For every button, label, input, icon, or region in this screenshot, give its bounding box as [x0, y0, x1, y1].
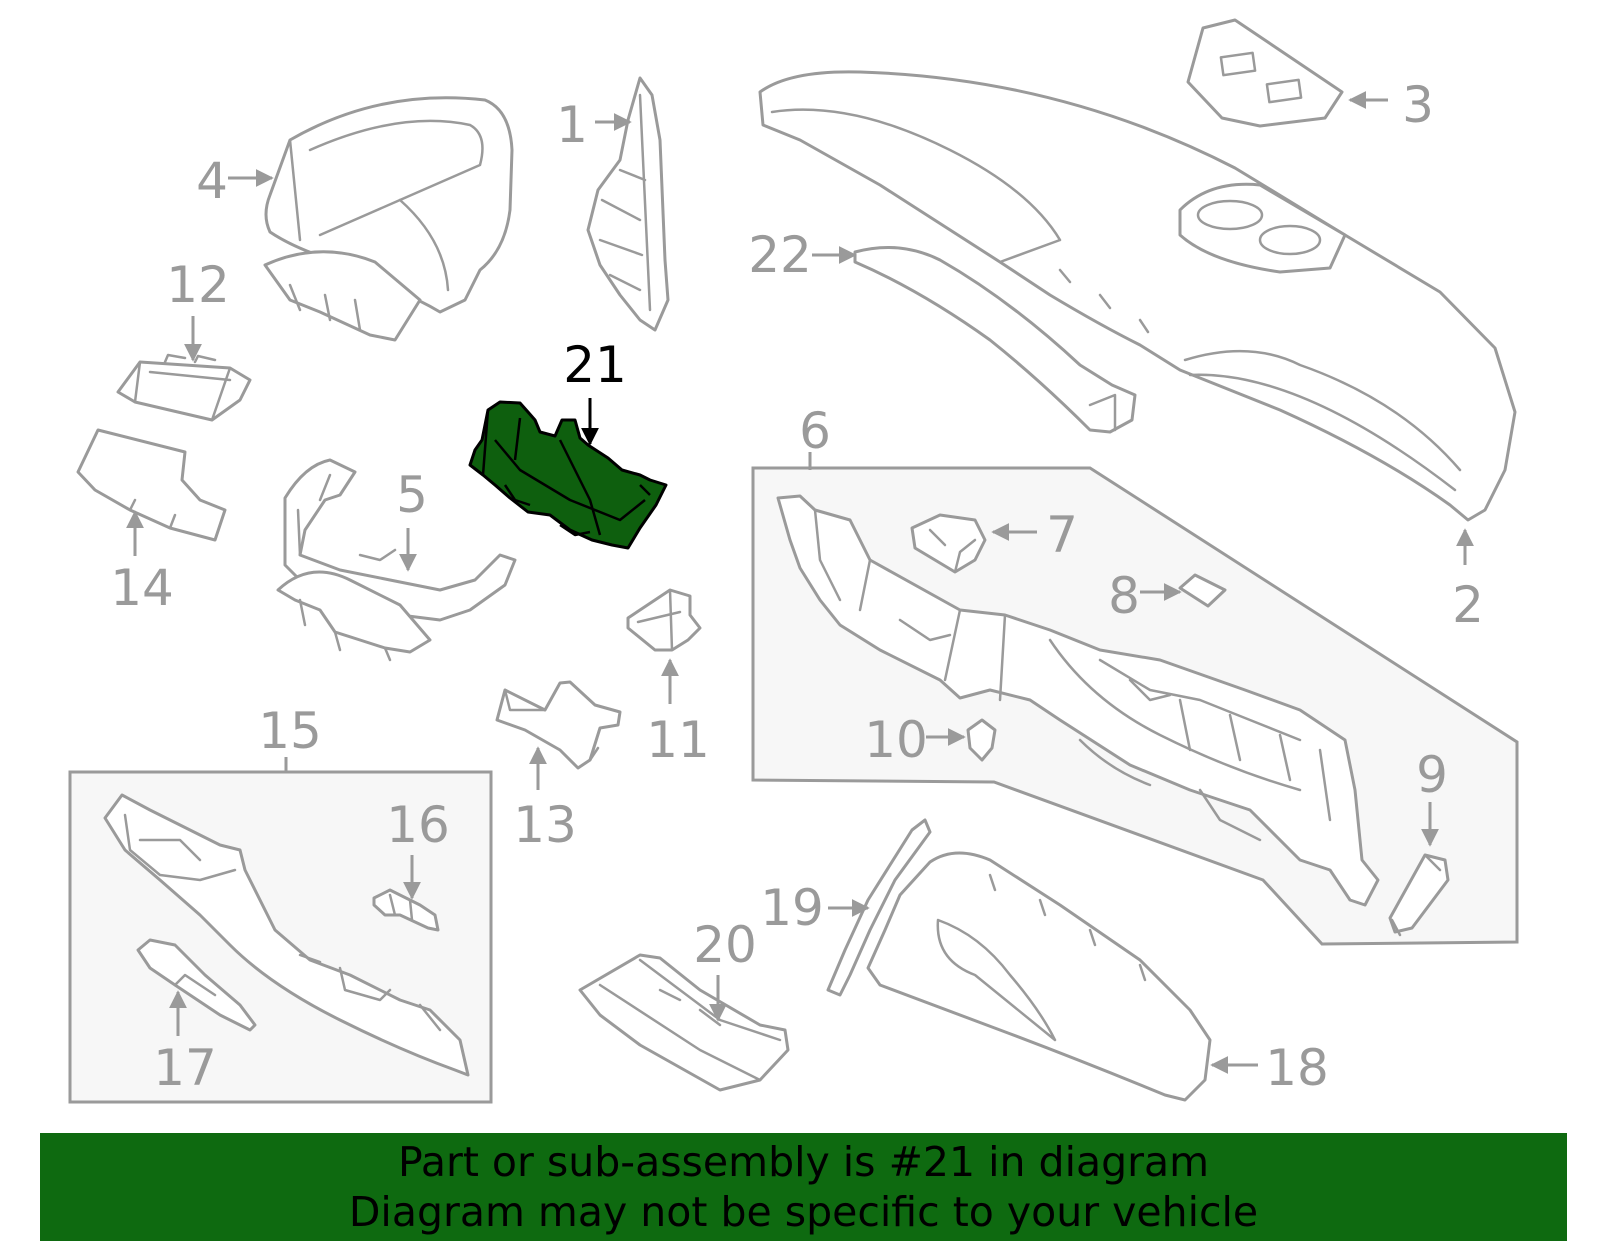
part-3-top-trim — [1186, 18, 1344, 128]
part-4-cluster-hood — [263, 96, 514, 342]
part-11-small-bracket — [626, 588, 702, 652]
part-5-support-bracket — [276, 458, 517, 662]
callout-13: 13 — [513, 796, 577, 854]
callout-9: 9 — [1416, 746, 1448, 804]
part-19-edge-strip — [826, 818, 932, 997]
part-10-clip — [966, 718, 997, 762]
part-13-lower-bracket — [495, 680, 622, 770]
callout-6: 6 — [799, 402, 831, 460]
callout-12: 12 — [166, 256, 230, 314]
part-1-side-bracket — [586, 76, 670, 332]
callout-3: 3 — [1402, 76, 1434, 134]
part-14-lower-cover — [76, 428, 227, 542]
callout-8: 8 — [1108, 567, 1140, 625]
callout-16: 16 — [386, 796, 450, 854]
callout-1: 1 — [556, 96, 588, 154]
callout-11: 11 — [646, 711, 710, 769]
callout-22: 22 — [748, 226, 812, 284]
callout-18: 18 — [1265, 1039, 1329, 1097]
callout-17: 17 — [153, 1039, 217, 1097]
part-8-clip — [1178, 573, 1227, 608]
part-7-clip — [910, 513, 987, 574]
info-banner: Part or sub-assembly is #21 in diagram D… — [40, 1133, 1567, 1241]
callout-2: 2 — [1452, 576, 1484, 634]
callout-5: 5 — [396, 466, 428, 524]
part-20-glovebox-tray — [578, 953, 790, 1092]
callout-14: 14 — [110, 559, 174, 617]
part-2-upper-dash — [758, 70, 1517, 522]
banner-line-2: Diagram may not be specific to your vehi… — [348, 1188, 1259, 1236]
part-18-glovebox-door — [866, 851, 1212, 1102]
callout-10: 10 — [864, 711, 928, 769]
banner-line-1: Part or sub-assembly is #21 in diagram — [397, 1138, 1210, 1186]
leader-lines — [126, 91, 1474, 1074]
callout-7: 7 — [1046, 506, 1078, 564]
part-22-trim-strip — [853, 246, 1137, 434]
callout-19: 19 — [760, 879, 824, 937]
callout-4: 4 — [196, 152, 228, 210]
part-17-handle-trim — [136, 938, 257, 1032]
part-21-highlighted-bracket — [468, 400, 668, 550]
part-15-glovebox-assembly — [103, 793, 470, 1077]
callout-20: 20 — [693, 916, 757, 974]
part-12-module — [116, 353, 252, 422]
callout-21: 21 — [563, 336, 627, 394]
callout-15: 15 — [258, 702, 322, 760]
part-6-carrier-beam — [776, 494, 1380, 907]
part-9-damper — [1388, 853, 1450, 937]
